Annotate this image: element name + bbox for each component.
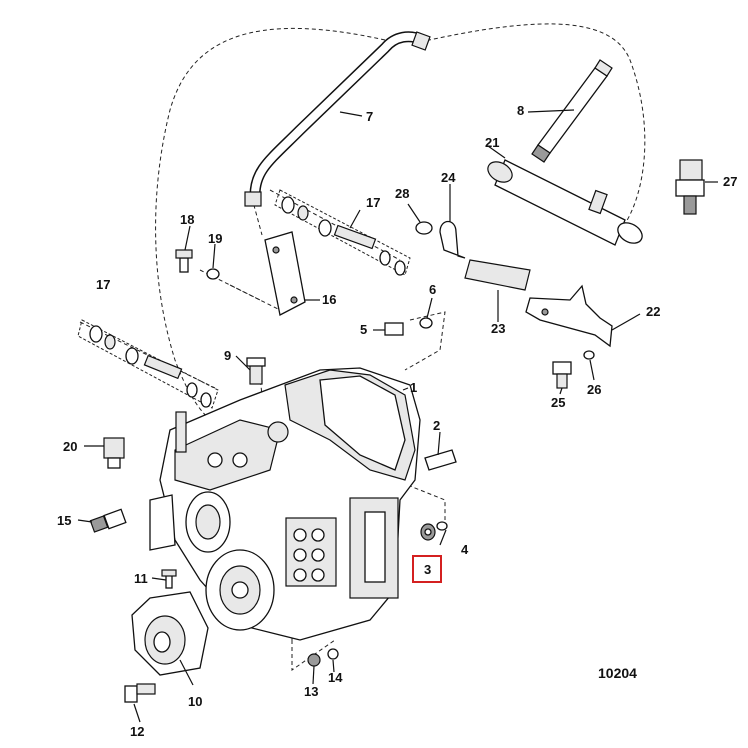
callout-19: 19: [208, 231, 222, 246]
callout-11: 11: [134, 571, 148, 586]
part-16-plate: [264, 231, 306, 316]
callout-1: 1: [410, 380, 417, 395]
callout-22: 22: [646, 304, 660, 319]
callout-15: 15: [57, 513, 71, 528]
callout-6: 6: [429, 282, 436, 297]
part-9-fitting: [246, 357, 266, 385]
part-23-pad: [464, 259, 531, 291]
part-19-washer: [206, 268, 220, 280]
part-15-switch: [89, 508, 127, 533]
callout-2: 2: [433, 418, 440, 433]
part-11-bolt: [161, 569, 177, 589]
callout-4: 4: [461, 542, 469, 557]
drawing-number: 10204: [598, 665, 637, 681]
callout-labels: 1 2 3 4 5 6 7 8 9 10 11 12 13 14 15 16 1…: [57, 103, 737, 739]
callout-23: 23: [491, 321, 505, 336]
part-5-bolt: [384, 322, 404, 336]
callout-3: 3: [424, 562, 431, 577]
part-6-washer: [419, 317, 433, 329]
callout-21: 21: [485, 135, 499, 150]
callout-26: 26: [587, 382, 601, 397]
callout-3-highlight-box: [412, 555, 442, 583]
callout-10: 10: [188, 694, 202, 709]
callout-8: 8: [517, 103, 524, 118]
callout-9: 9: [224, 348, 231, 363]
part-17-lower-kit: [77, 319, 219, 409]
callout-13: 13: [304, 684, 318, 699]
part-20-plug: [103, 437, 125, 469]
callout-17-upper: 17: [366, 195, 380, 210]
callout-24: 24: [441, 170, 456, 185]
part-7-hose: [244, 31, 431, 207]
part-3-nut: [420, 523, 436, 541]
part-14-washer: [327, 648, 339, 660]
part-17-upper-kit: [274, 189, 411, 276]
leader-lines: [77, 109, 718, 723]
part-13-nut: [307, 653, 321, 667]
part-25-bolt: [552, 361, 572, 389]
callout-25: 25: [551, 395, 565, 410]
part-10-flange: [131, 591, 209, 676]
part-22-bracket: [525, 284, 613, 348]
callout-27: 27: [723, 174, 737, 189]
callout-5: 5: [360, 322, 367, 337]
part-21-cooler: [487, 159, 643, 246]
callout-7: 7: [366, 109, 373, 124]
callout-16: 16: [322, 292, 336, 307]
part-12-bolt: [124, 683, 156, 703]
part-2-pin: [424, 449, 457, 471]
part-4-washer: [436, 521, 448, 531]
part-1-transmission-housing: [149, 367, 421, 641]
callout-28: 28: [395, 186, 409, 201]
callout-17-lower: 17: [96, 277, 110, 292]
part-24-clamp: [439, 220, 466, 259]
part-28-washer: [415, 221, 433, 235]
callout-18: 18: [180, 212, 194, 227]
part-26-washer: [583, 350, 595, 360]
part-27-sensor: [675, 159, 705, 215]
part-18-bolt: [175, 249, 193, 273]
callout-14: 14: [328, 670, 343, 685]
callout-12: 12: [130, 724, 144, 739]
callout-20: 20: [63, 439, 77, 454]
